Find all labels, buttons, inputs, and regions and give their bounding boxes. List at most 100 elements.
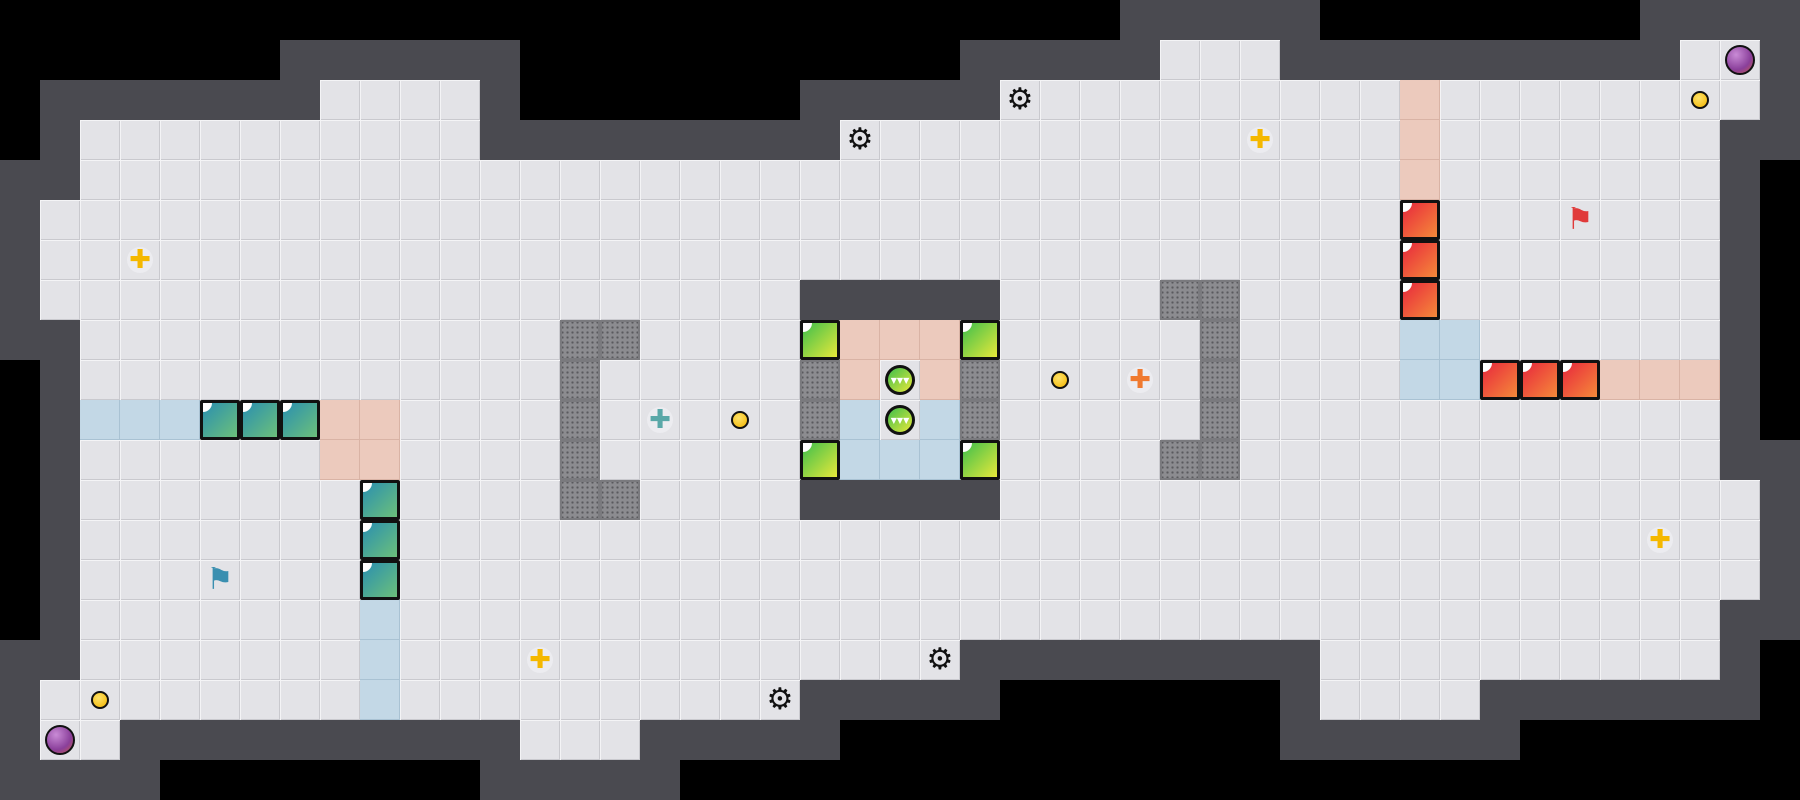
floor-tile xyxy=(1320,320,1360,360)
mover-cross-item[interactable]: ✚ xyxy=(640,400,680,440)
floor-tile xyxy=(240,680,280,720)
gear-item: ⚙ xyxy=(840,120,880,160)
floor-tile xyxy=(240,440,280,480)
teal-pushable-block[interactable] xyxy=(360,480,400,520)
floor-tile xyxy=(1400,440,1440,480)
mover-cross-item[interactable]: ✚ xyxy=(120,240,160,280)
wall-tile xyxy=(840,280,880,320)
floor-tile xyxy=(880,120,920,160)
wall-tile xyxy=(1360,40,1400,80)
red-pushable-block[interactable] xyxy=(1400,200,1440,240)
floor-tile xyxy=(440,320,480,360)
floor-tile xyxy=(1440,640,1480,680)
floor-tile xyxy=(520,360,560,400)
floor-tile xyxy=(1600,480,1640,520)
red-pushable-block[interactable] xyxy=(1400,280,1440,320)
floor-tile xyxy=(1320,160,1360,200)
floor-tile xyxy=(400,560,440,600)
floor-tile xyxy=(480,360,520,400)
wall-tile xyxy=(920,280,960,320)
wall-tile xyxy=(720,120,760,160)
wall-tile xyxy=(40,400,80,440)
teal-pushable-block[interactable] xyxy=(240,400,280,440)
teal-pushable-block[interactable] xyxy=(360,520,400,560)
floor-tile xyxy=(1680,400,1720,440)
floor-tile xyxy=(720,600,760,640)
floor-tile xyxy=(200,200,240,240)
blue-zone-tile xyxy=(120,400,160,440)
floor-tile xyxy=(1680,280,1720,320)
floor-tile xyxy=(120,480,160,520)
floor-tile xyxy=(1560,120,1600,160)
wall-tile xyxy=(920,680,960,720)
red-pushable-block[interactable] xyxy=(1480,360,1520,400)
floor-tile xyxy=(640,200,680,240)
floor-tile xyxy=(680,600,720,640)
grate-tile xyxy=(1160,280,1200,320)
wall-tile xyxy=(1720,120,1760,160)
floor-tile xyxy=(1480,320,1520,360)
green-pushable-block[interactable] xyxy=(960,440,1000,480)
floor-tile xyxy=(280,240,320,280)
floor-tile xyxy=(1000,400,1040,440)
green-pushable-block[interactable] xyxy=(960,320,1000,360)
wall-tile xyxy=(40,120,80,160)
pink-zone-tile xyxy=(360,440,400,480)
floor-tile xyxy=(720,680,760,720)
floor-tile xyxy=(1280,560,1320,600)
mover-cross-item[interactable]: ✚ xyxy=(1640,520,1680,560)
bomb-icon xyxy=(45,725,75,755)
teal-pushable-block[interactable] xyxy=(360,560,400,600)
floor-tile xyxy=(240,120,280,160)
floor-tile xyxy=(1360,640,1400,680)
wall-tile xyxy=(680,720,720,760)
floor-tile xyxy=(1400,600,1440,640)
teal-pushable-block[interactable] xyxy=(280,400,320,440)
floor-tile xyxy=(1000,600,1040,640)
blue-zone-tile xyxy=(920,400,960,440)
wall-tile xyxy=(960,40,1000,80)
floor-tile xyxy=(680,320,720,360)
gear-icon: ⚙ xyxy=(1006,82,1034,117)
green-pushable-block[interactable] xyxy=(800,440,840,480)
floor-tile xyxy=(120,200,160,240)
teal-pushable-block[interactable] xyxy=(200,400,240,440)
red-pushable-block[interactable] xyxy=(1560,360,1600,400)
floor-tile xyxy=(560,680,600,720)
floor-tile xyxy=(1680,560,1720,600)
floor-tile xyxy=(280,320,320,360)
green-pushable-block[interactable] xyxy=(800,320,840,360)
floor-tile xyxy=(1520,640,1560,680)
wall-tile xyxy=(1520,40,1560,80)
floor-tile xyxy=(480,280,520,320)
red-pushable-block[interactable] xyxy=(1400,240,1440,280)
floor-tile xyxy=(1320,400,1360,440)
floor-tile xyxy=(1080,280,1120,320)
floor-tile xyxy=(840,640,880,680)
red-pushable-block[interactable] xyxy=(1520,360,1560,400)
floor-tile xyxy=(1560,640,1600,680)
floor-tile xyxy=(640,320,680,360)
floor-tile xyxy=(520,440,560,480)
wall-tile xyxy=(1640,40,1680,80)
mover-cross-icon: ✚ xyxy=(647,407,673,433)
gear-icon: ⚙ xyxy=(926,642,954,677)
floor-tile xyxy=(600,360,640,400)
ball-item[interactable]: ▼▼▼ xyxy=(880,400,920,440)
wall-tile xyxy=(480,760,520,800)
mover-cross-item[interactable]: ✚ xyxy=(520,640,560,680)
floor-tile xyxy=(600,440,640,480)
wall-tile xyxy=(360,40,400,80)
floor-tile xyxy=(1080,560,1120,600)
ball-item[interactable]: ▼▼▼ xyxy=(880,360,920,400)
mover-cross-item[interactable]: ✚ xyxy=(1120,360,1160,400)
floor-tile xyxy=(680,480,720,520)
floor-tile xyxy=(1120,560,1160,600)
floor-tile xyxy=(1160,400,1200,440)
wall-tile xyxy=(200,80,240,120)
floor-tile xyxy=(160,240,200,280)
wall-tile xyxy=(840,480,880,520)
floor-tile xyxy=(1160,240,1200,280)
mover-cross-item[interactable]: ✚ xyxy=(1240,120,1280,160)
